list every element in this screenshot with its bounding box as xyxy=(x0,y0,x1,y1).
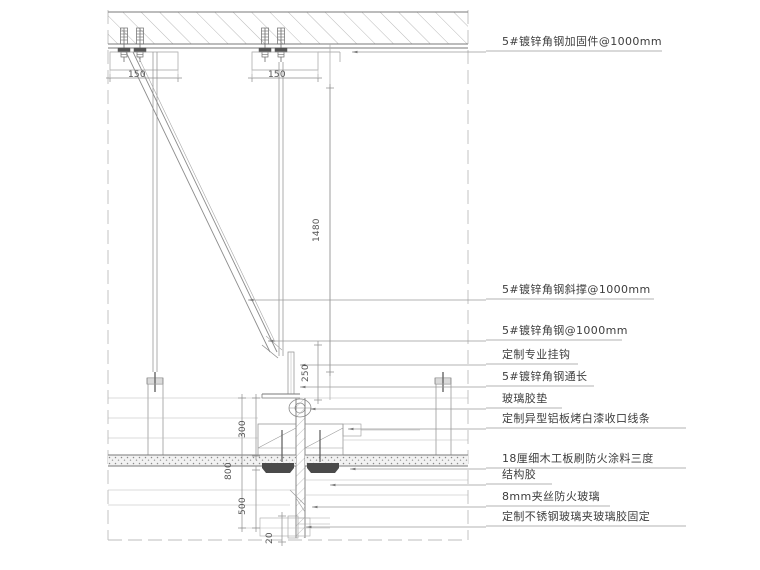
aluminium-trim-profile xyxy=(257,423,420,473)
anchor-bolt-group xyxy=(117,27,288,62)
anchor-bolt xyxy=(274,27,288,62)
dimension-lines xyxy=(106,52,334,546)
annotation-leader-lines xyxy=(248,50,686,529)
ceiling-slab xyxy=(108,11,468,49)
diagonal-brace xyxy=(125,51,283,359)
hanger-rod-right xyxy=(434,372,452,456)
extension-lines xyxy=(108,397,468,529)
vertical-post-group xyxy=(152,44,331,400)
anchor-bolt xyxy=(133,27,147,62)
fire-rated-glass-panel xyxy=(295,398,306,538)
drawing-border xyxy=(107,10,469,541)
hanger-rod-left xyxy=(146,372,164,456)
anchor-bolt xyxy=(258,27,272,62)
reinforcement-bracket xyxy=(109,51,341,71)
stainless-glass-clamp xyxy=(259,489,330,539)
